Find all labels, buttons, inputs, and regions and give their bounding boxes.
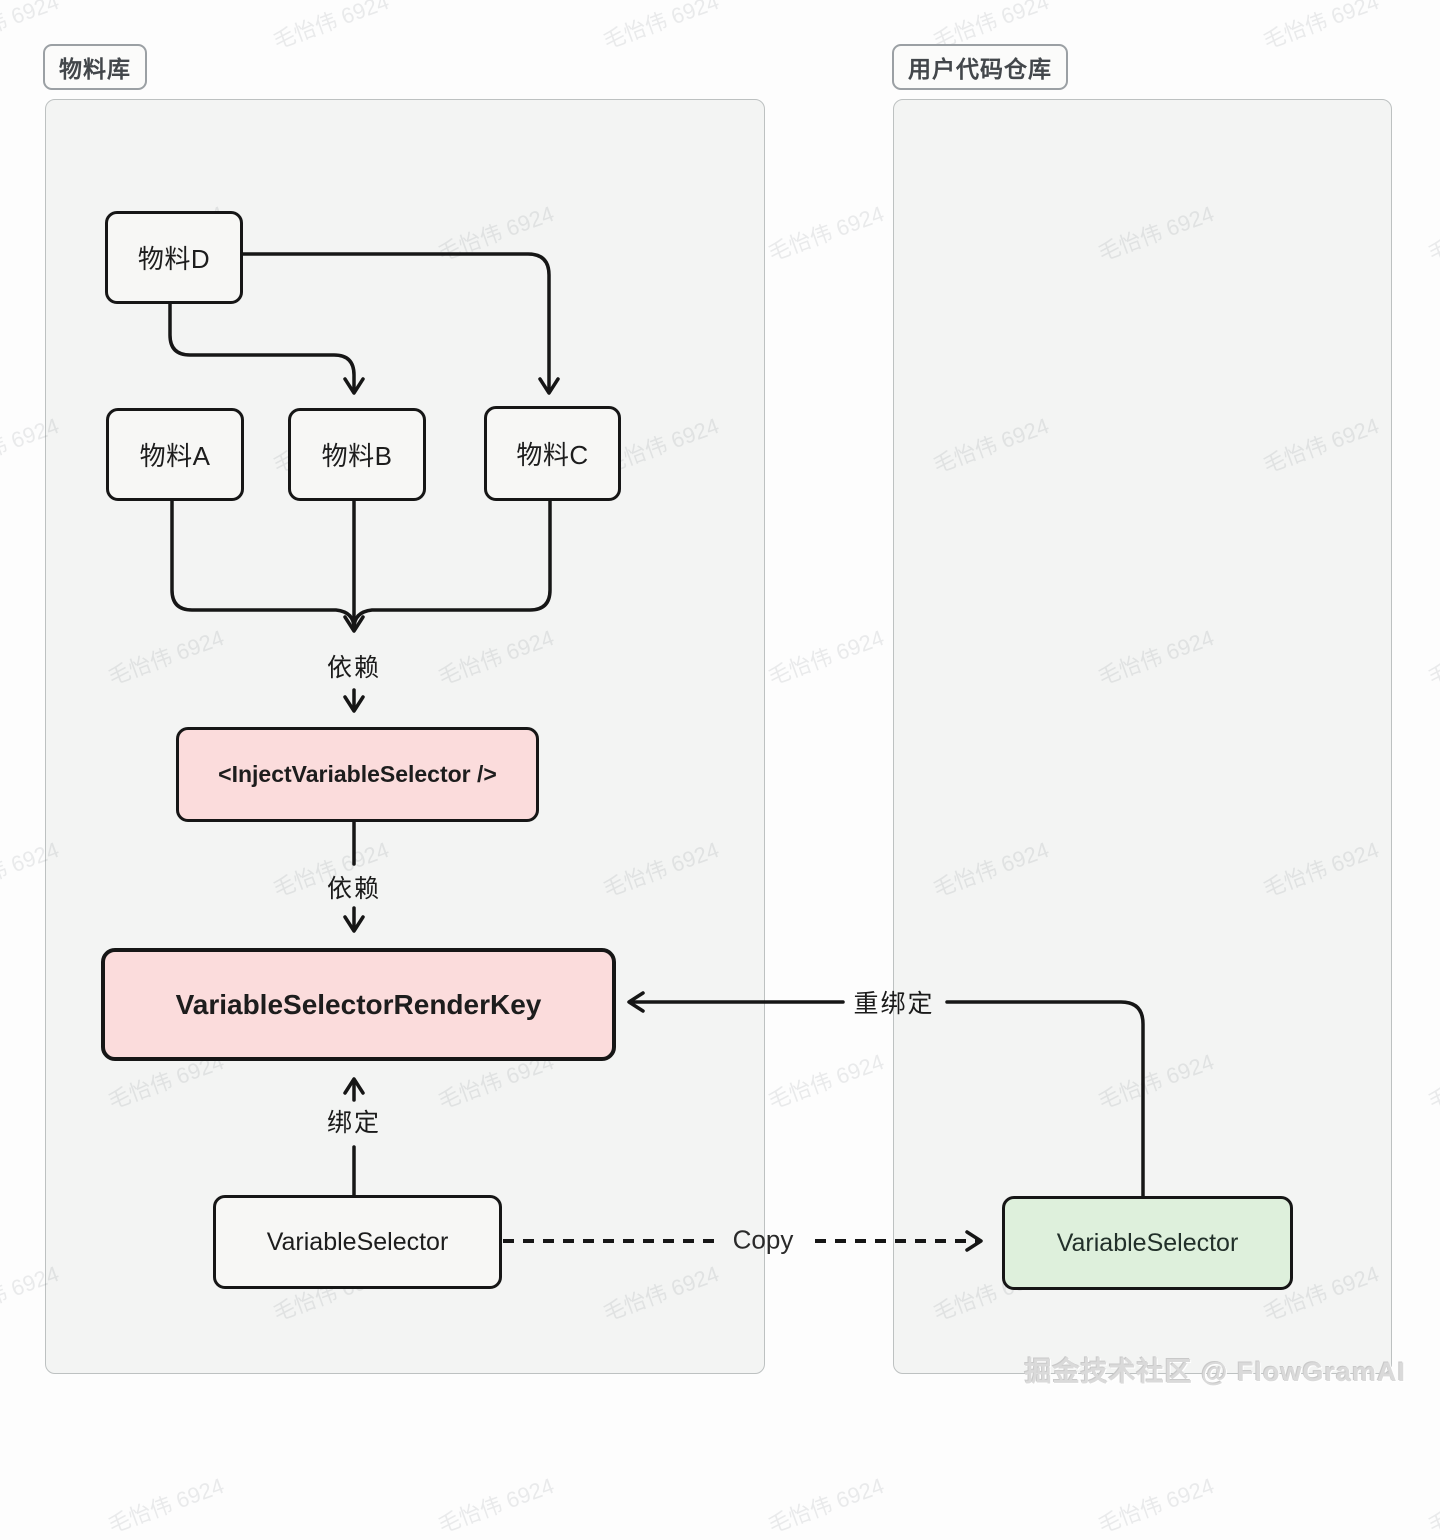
node-material-c: 物料C: [484, 406, 621, 501]
edge-a-merge: [170, 493, 356, 630]
watermark-text: 毛怡伟 6924: [1094, 1472, 1218, 1538]
edge-rebind-from-green: [945, 1000, 1145, 1198]
edge-label-rebind: 重绑定: [853, 990, 935, 1018]
edge-label-depends-bottom: 依赖: [326, 875, 382, 903]
edges-layer: [168, 252, 1145, 1252]
node-inject-variable-selector: <InjectVariableSelector />: [176, 727, 539, 822]
user-repo-panel-label: 用户代码仓库: [892, 44, 1068, 90]
edge-label-bind: 绑定: [326, 1109, 382, 1137]
footer-credit: 掘金技术社区 @ FlowGramAI: [1024, 1357, 1406, 1387]
materials-panel-label: 物料库: [43, 44, 147, 90]
edge-d-to-b: [168, 296, 365, 395]
node-material-a: 物料A: [106, 408, 244, 501]
node-material-d: 物料D: [105, 211, 243, 304]
watermark-text: 毛怡伟 6924: [764, 1472, 888, 1538]
node-variable-selector-material: VariableSelector: [213, 1195, 502, 1289]
watermark-text: 毛怡伟 6924: [104, 1472, 228, 1538]
watermark-text: 毛怡伟 6924: [434, 1472, 558, 1538]
edge-c-merge: [352, 493, 552, 630]
edge-label-depends-top: 依赖: [326, 654, 382, 682]
node-material-b: 物料B: [288, 408, 426, 501]
edge-label-copy: Copy: [732, 1224, 794, 1255]
node-variable-selector-render-key: VariableSelectorRenderKey: [101, 948, 616, 1061]
node-variable-selector-user: VariableSelector: [1002, 1196, 1293, 1290]
watermark-text: 毛怡伟 6924: [1424, 1473, 1440, 1538]
edge-d-to-c: [235, 252, 560, 395]
